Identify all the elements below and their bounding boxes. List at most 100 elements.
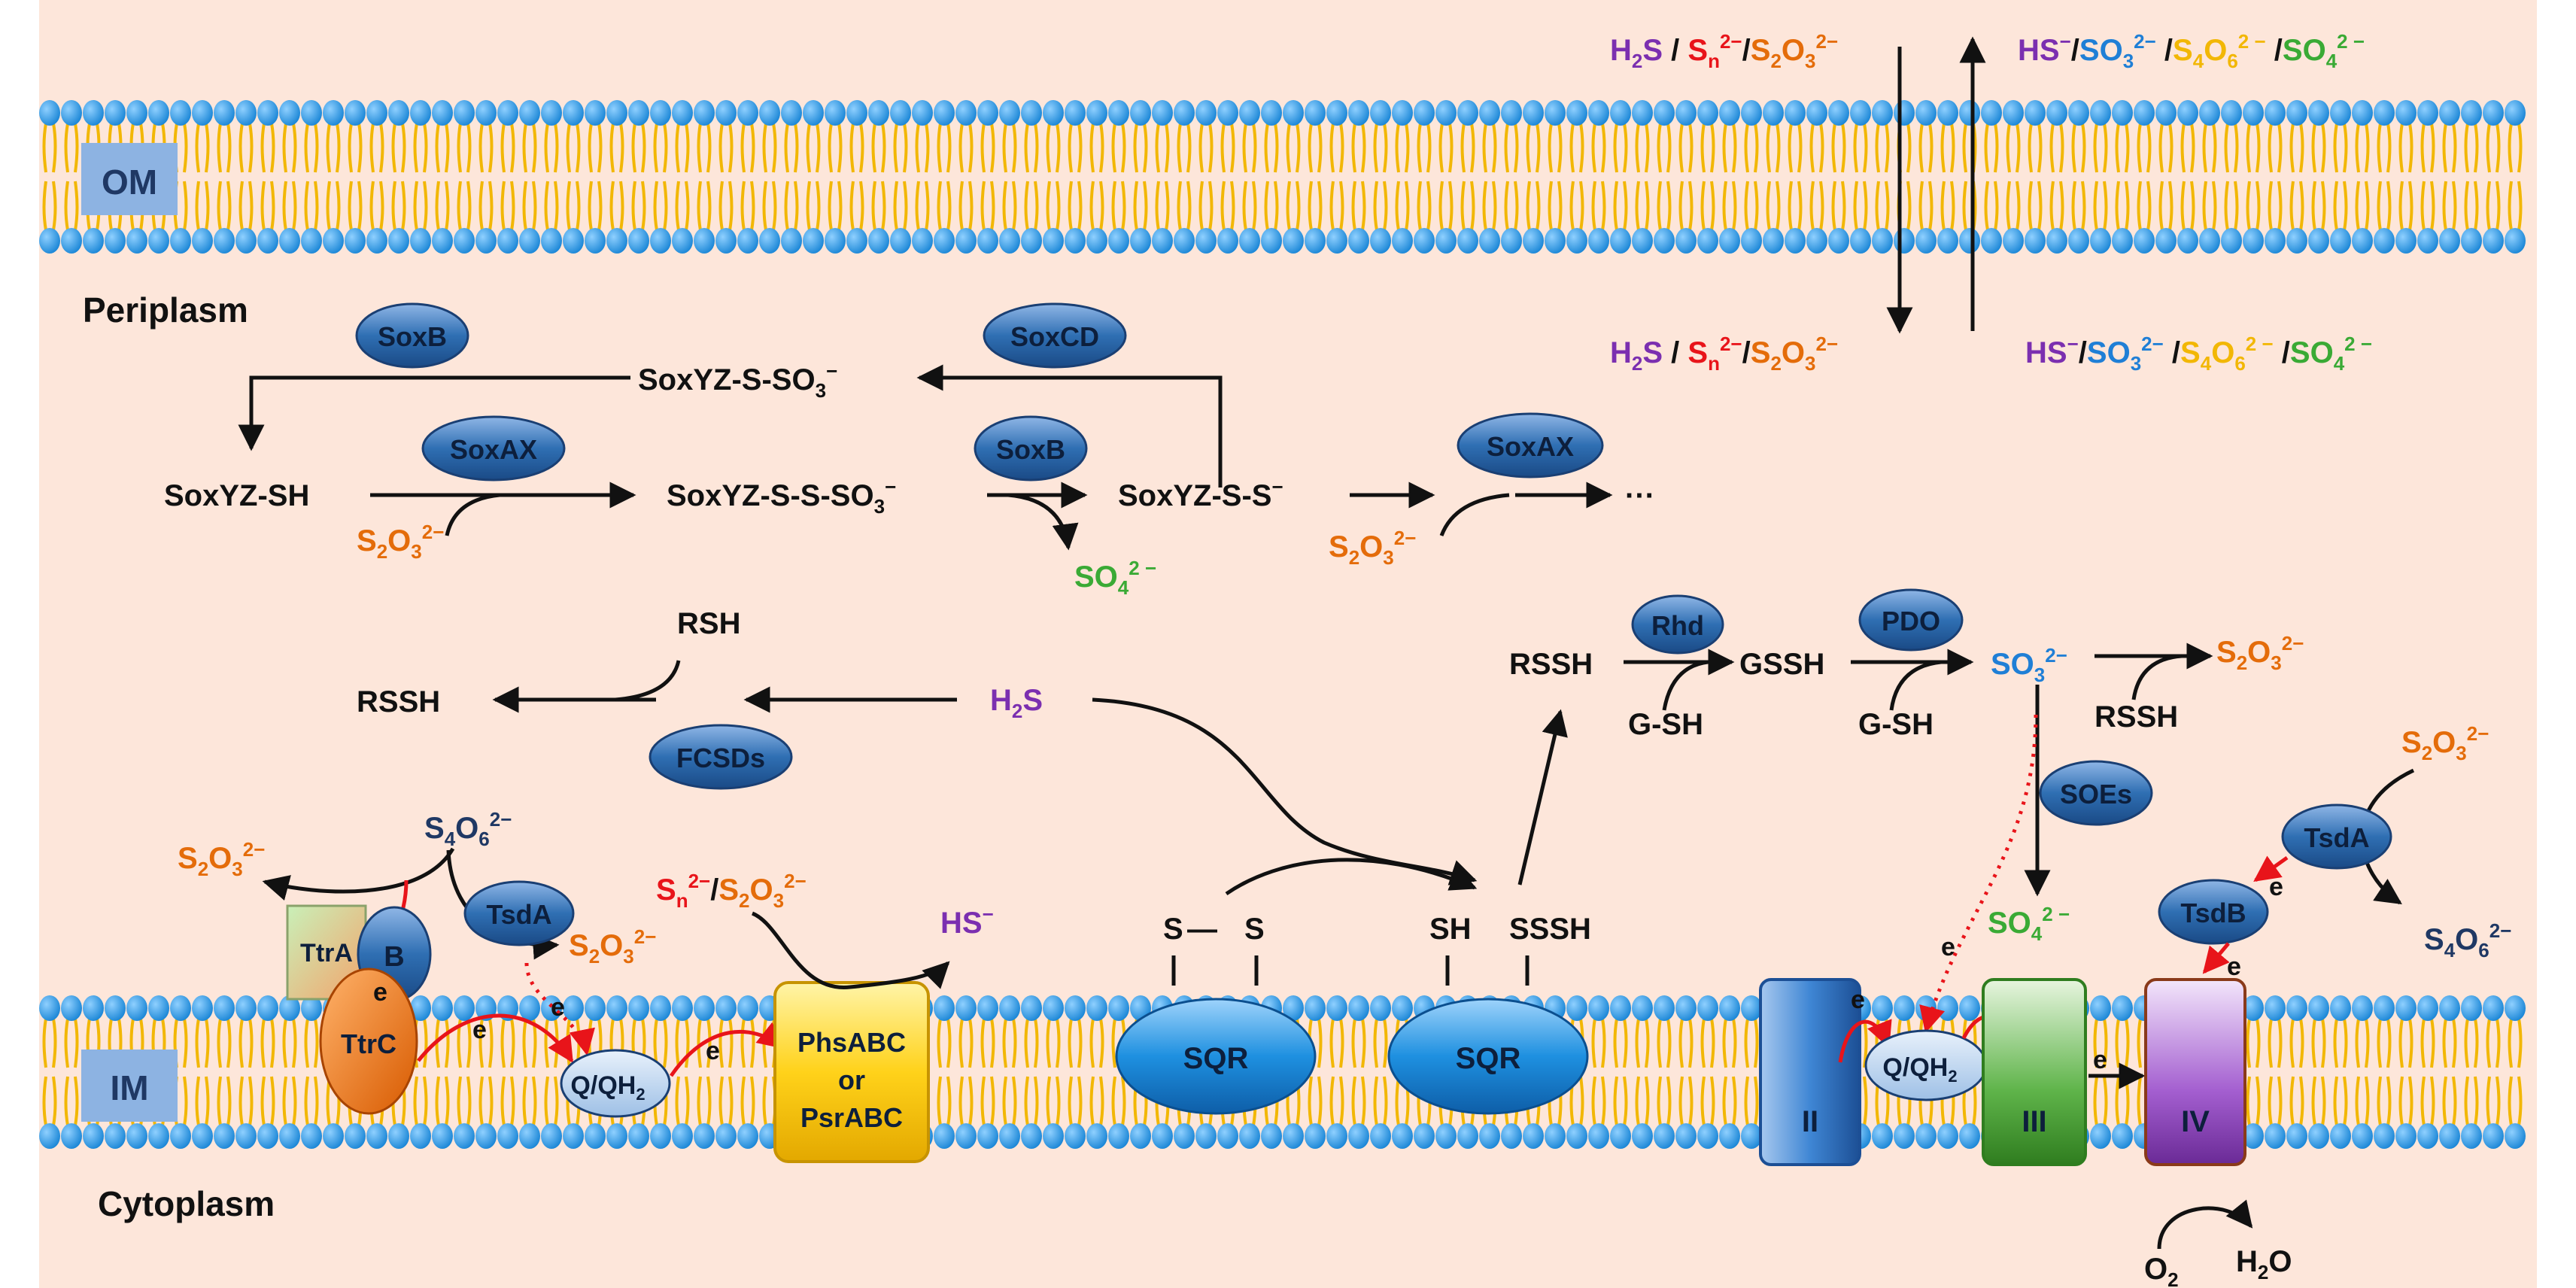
lipid-head [1654,995,1675,1021]
lipid-head [672,1123,693,1149]
lipid-tail [1155,123,1170,231]
lipid-tail [457,123,472,231]
lipid-tail [697,1018,712,1126]
lipid-head [148,228,169,254]
lipid-head [2046,228,2067,254]
lipid-head [1174,100,1195,126]
lipid-head [803,228,824,254]
lipid-tail [1766,123,1781,231]
lipid-head [126,228,147,254]
lipid-head [2417,100,2438,126]
lipid-head [934,100,955,126]
lipid-head [1806,228,1827,254]
lipid-tail [217,1018,232,1126]
lipid-tail [478,123,494,231]
lipid-head [410,995,431,1021]
lipid-tail [1962,123,1977,231]
im-label-box [81,1050,178,1122]
lipid-head [737,100,758,126]
ttr-region: S4O62− S2O32− TsdA S2O32− e TtrA B TtrC … [178,808,994,1163]
lipid-tail [2289,1018,2304,1126]
lipid-head [170,1123,191,1149]
lipid-head [1566,228,1587,254]
lipid-tail [675,1018,690,1126]
lipid-head [1741,1123,1762,1149]
lipid-tail [937,1018,952,1126]
lipid-head [1283,995,1304,1021]
lipid-head [345,100,366,126]
lipid-tail [1678,123,1694,231]
lipid-head [2265,1123,2286,1149]
ellipsis-label: ··· [1625,479,1655,512]
lipid-head [1021,995,1042,1021]
thiosulfate-label-6: S2O32− [569,925,656,968]
lipid-head [388,100,409,126]
lipid-tail [282,123,297,231]
lipid-tail [1089,1018,1104,1126]
lipid-head [61,995,82,1021]
lipid-tail [413,123,428,231]
lipid-tail [871,123,886,231]
lipid-tail [2508,123,2523,231]
soxcd-enzyme [983,302,1127,369]
lipid-head [61,228,82,254]
lipid-head [323,100,344,126]
lipid-head [1195,100,1217,126]
lipid-head [2090,228,2111,254]
lipid-head [2155,228,2177,254]
lipid-head [345,1123,366,1149]
lipid-head [2134,228,2155,254]
lipid-tail [653,123,668,231]
lipid-head [2330,995,2351,1021]
lipid-head [1610,1123,1631,1149]
lipid-head [1959,995,1980,1021]
lipid-tail [217,123,232,231]
lipid-head [1086,228,1107,254]
lipid-tail [195,123,210,231]
lipid-head [61,1123,82,1149]
lipid-tail [2137,123,2152,231]
lipid-head [1195,228,1217,254]
lipid-head [2374,995,2395,1021]
sssh-label: SSSH [1509,913,1591,946]
lipid-tail [631,1018,646,1126]
lipid-head [1806,100,1827,126]
soxyz-sh-label: SoxYZ-SH [164,479,309,512]
lipid-head [1937,1123,1958,1149]
lipid-head [541,100,562,126]
lipid-head [1697,100,1718,126]
lipid-tail [849,123,864,231]
lipid-head [1392,100,1413,126]
lipid-head [519,1123,540,1149]
lipid-head [1501,100,1522,126]
sqr-region: S — S SH SSSH [1163,709,1591,986]
lipid-head [366,1123,387,1149]
lipid-head [1414,228,1435,254]
lipid-head [694,228,715,254]
lipid-tail [1198,123,1214,231]
lipid-head [1894,100,1915,126]
lipid-head [301,100,322,126]
lipid-head [1086,100,1107,126]
lipid-head [475,1123,497,1149]
lipid-tail [2049,123,2064,231]
lipid-tail [260,1018,275,1126]
pdo-enzyme [1858,588,1964,652]
lipid-head [2352,995,2373,1021]
lipid-head [2112,1123,2133,1149]
soxb-enzyme-2 [974,415,1088,481]
lipid-tail [740,123,755,231]
lipid-head [2177,100,2198,126]
lipid-tail [980,1018,995,1126]
lipid-head [1326,1123,1347,1149]
lipid-head [890,228,911,254]
lipid-tail [2355,123,2370,231]
lipid-head [1697,1123,1718,1149]
lipid-head [1872,100,1893,126]
lipid-tail [1853,123,1868,231]
lipid-head [83,100,104,126]
soxb-enzyme-1 [355,302,469,369]
lipid-tail [2420,1018,2435,1126]
lipid-tail [958,1018,974,1126]
